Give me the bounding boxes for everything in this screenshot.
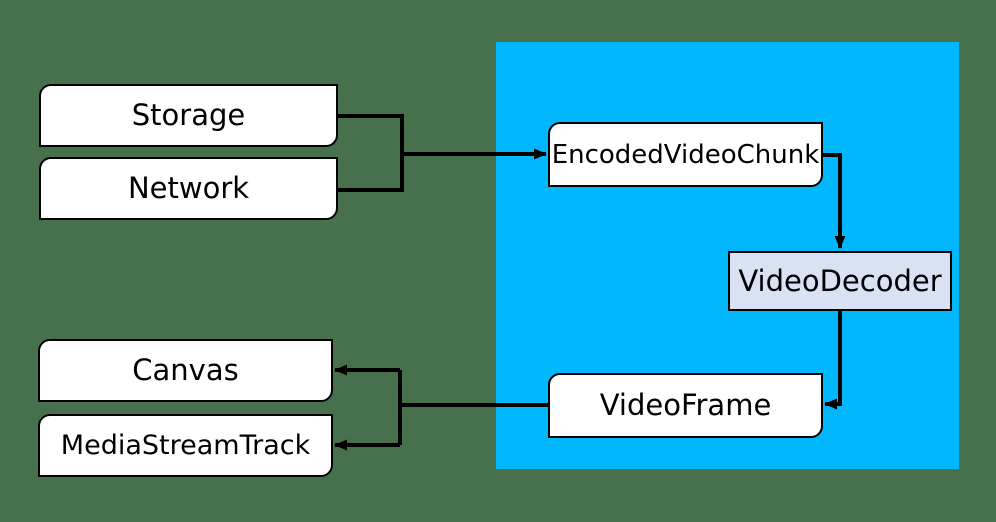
node-network-label: Network — [127, 171, 250, 205]
connector-arrow-chunk-to-video-decoder — [823, 153, 846, 249]
node-video-decoder-label: VideoDecoder — [738, 263, 942, 298]
node-canvas-label: Canvas — [132, 353, 239, 387]
connector-storage-network-merge — [338, 114, 404, 192]
node-encoded-video-chunk: EncodedVideoChunk — [548, 122, 823, 187]
connector-arrow-decoder-to-video-frame — [824, 311, 842, 410]
node-media-stream-track: MediaStreamTrack — [38, 414, 333, 477]
node-storage-label: Storage — [131, 98, 246, 132]
node-video-decoder: VideoDecoder — [728, 251, 952, 311]
node-video-frame-label: VideoFrame — [599, 388, 772, 422]
node-media-stream-track-label: MediaStreamTrack — [60, 430, 311, 461]
node-encoded-video-chunk-label: EncodedVideoChunk — [551, 139, 820, 170]
node-canvas: Canvas — [38, 339, 333, 402]
node-network: Network — [39, 157, 338, 220]
node-storage: Storage — [39, 84, 338, 147]
node-video-frame: VideoFrame — [548, 373, 823, 438]
